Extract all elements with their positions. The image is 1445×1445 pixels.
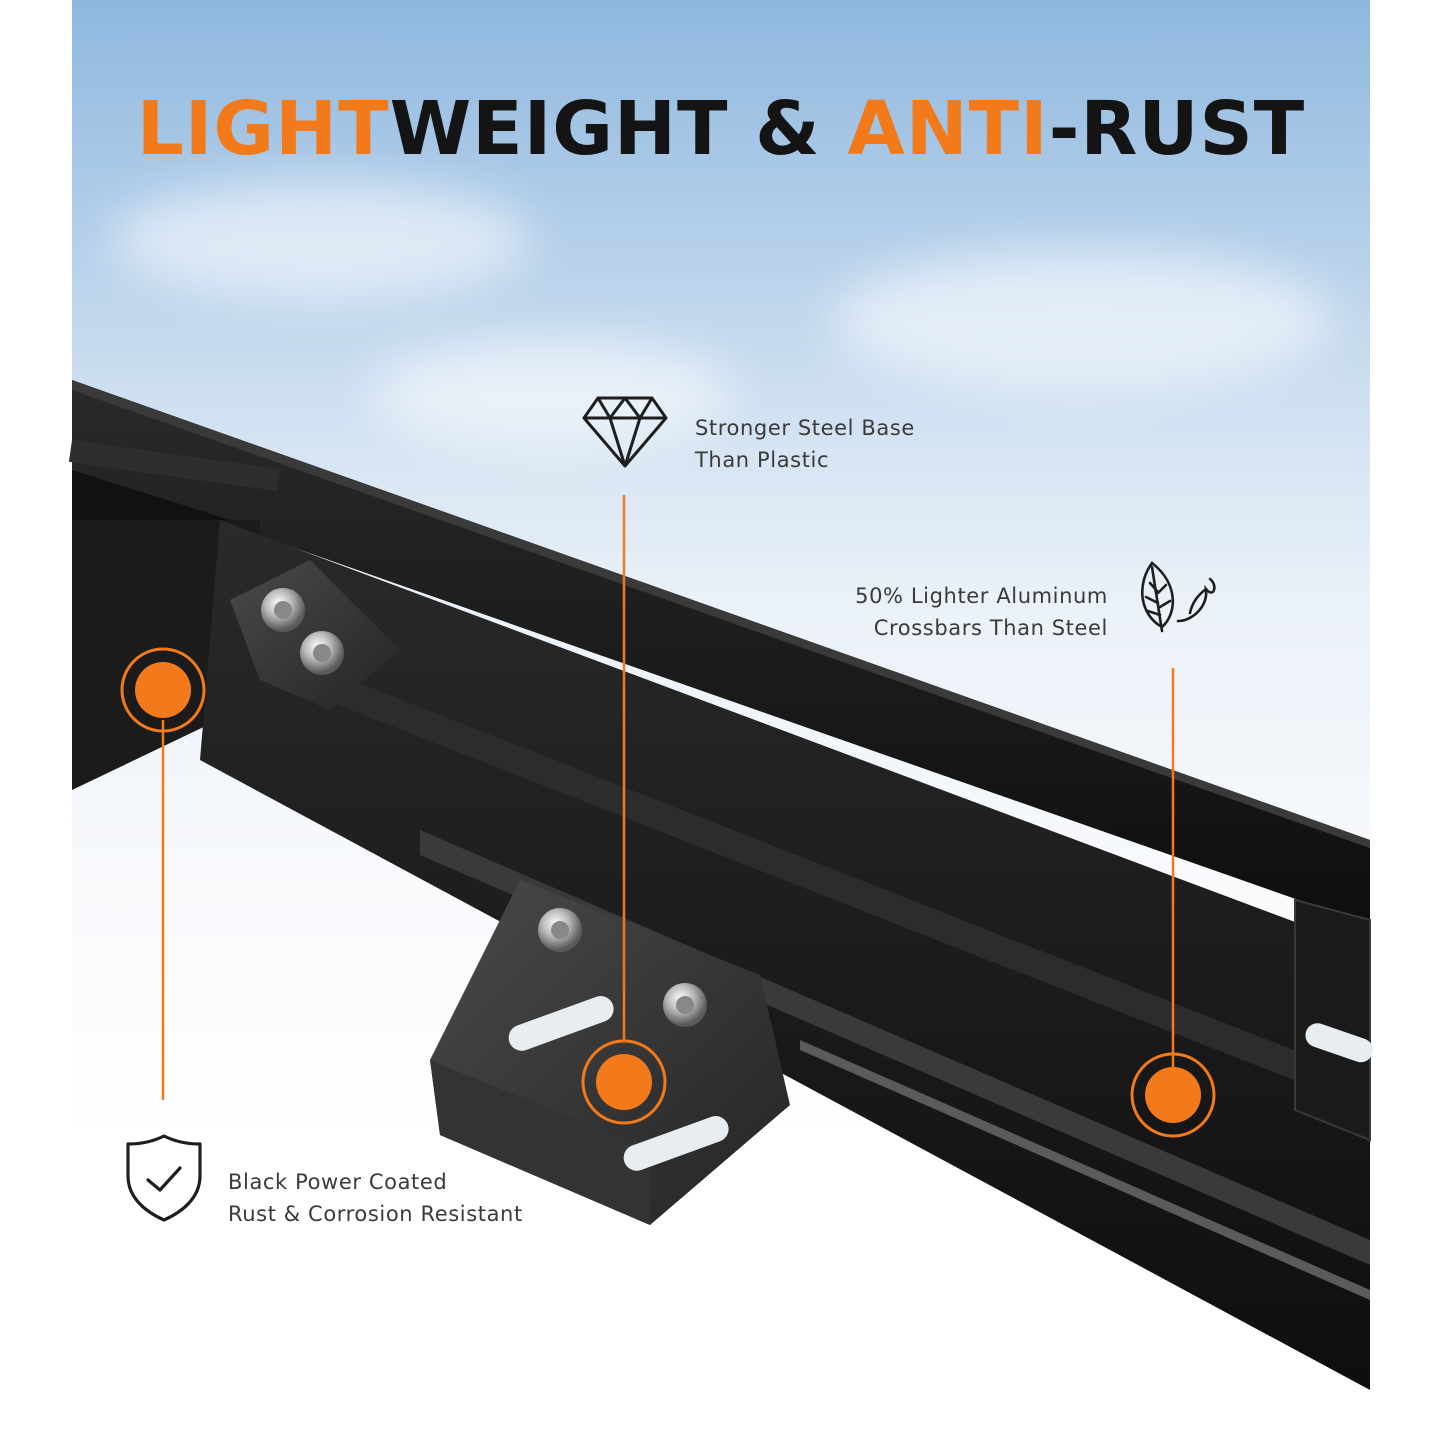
feather-icon: [1140, 561, 1216, 633]
back-rail: [72, 380, 1370, 925]
main-rail-groove: [300, 660, 1370, 1110]
shield-check-icon: [126, 1134, 202, 1222]
headline: LIGHTWEIGHT & ANTI-RUST: [72, 86, 1370, 172]
hotspot-marker: [120, 647, 206, 733]
callout-line: Stronger Steel Base: [695, 416, 915, 440]
cloud: [832, 250, 1332, 390]
callout-aluminum: 50% Lighter Aluminum Crossbars Than Stee…: [808, 580, 1108, 644]
headline-accent: ANTI: [847, 86, 1049, 172]
cloud: [372, 340, 732, 450]
headline-text: WEIGHT &: [389, 86, 848, 172]
headline-accent: LIGHT: [136, 86, 390, 172]
callout-line: 50% Lighter Aluminum: [855, 584, 1108, 608]
headline-text: -RUST: [1048, 86, 1306, 172]
hotspot-marker: [1130, 1052, 1216, 1138]
diamond-icon: [582, 396, 668, 468]
main-rail-highlight: [800, 1040, 1370, 1300]
cloud: [112, 180, 532, 300]
hotspot-marker: [581, 1039, 667, 1125]
leader-lines: [161, 495, 1175, 1100]
callout-line: Black Power Coated: [228, 1170, 448, 1194]
callout-line: Than Plastic: [695, 448, 830, 472]
callout-line: Rust & Corrosion Resistant: [228, 1202, 523, 1226]
callout-coating: Black Power Coated Rust & Corrosion Resi…: [228, 1166, 523, 1230]
rear-panel: [1294, 898, 1371, 1142]
callout-line: Crossbars Than Steel: [873, 616, 1108, 640]
callout-steel-base: Stronger Steel Base Than Plastic: [695, 412, 915, 476]
back-rail-edge: [72, 380, 1370, 848]
